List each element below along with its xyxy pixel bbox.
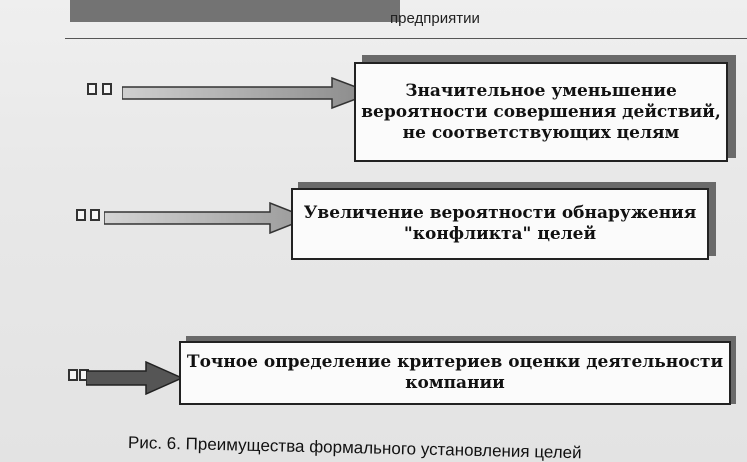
benefit-3-line-1: Точное определение критериев оценки деят… — [186, 352, 724, 372]
marker-square — [102, 83, 112, 95]
benefit-box-1: Значительное уменьшение вероятности сове… — [354, 62, 728, 162]
top-scan-band — [70, 0, 400, 22]
benefit-box-2: Увеличение вероятности обнаружения "конф… — [291, 188, 709, 260]
running-header: предприятии — [390, 10, 480, 27]
arrow-right-icon — [104, 202, 310, 234]
header-rule — [65, 38, 747, 39]
benefit-3-line-2: компании — [405, 373, 505, 393]
benefit-1-line-2: вероятности совершения действий, — [361, 101, 721, 122]
arrow-right-icon — [122, 76, 374, 110]
marker-square — [68, 369, 78, 381]
marker-square — [87, 83, 97, 95]
benefit-1-line-3: не соответствующих целям — [402, 122, 680, 143]
benefit-box-3: Точное определение критериев оценки деят… — [179, 341, 731, 405]
arrow-right-icon — [86, 361, 184, 395]
marker-square — [76, 209, 86, 221]
figure-caption: Рис. 6. Преимущества формального установ… — [127, 433, 582, 462]
benefit-2-line-1: Увеличение вероятности обнаружения — [303, 203, 697, 223]
marker-square — [90, 209, 100, 221]
benefit-2-line-2: "конфликта" целей — [403, 224, 597, 244]
benefit-1-line-1: Значительное уменьшение — [405, 80, 677, 101]
